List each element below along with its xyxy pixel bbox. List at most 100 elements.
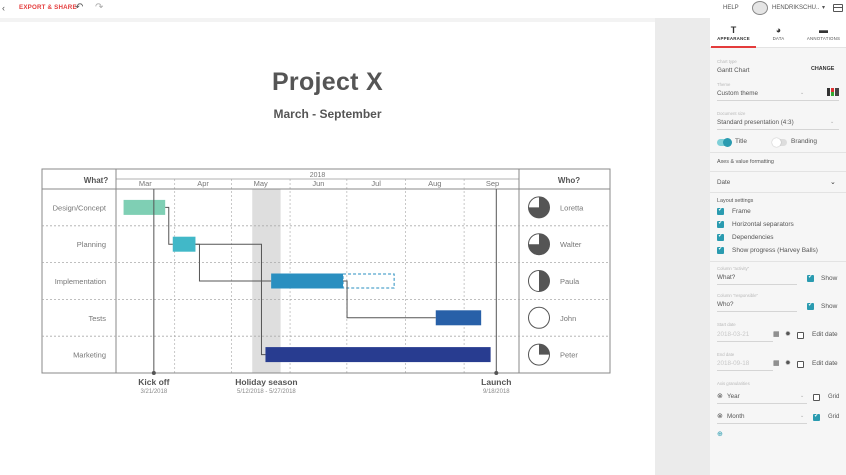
column-responsible-label: Column "responsible" — [717, 293, 759, 298]
chart-title[interactable]: Project X — [271, 68, 384, 96]
task-bar — [172, 236, 196, 252]
harvey-ball-fill — [539, 270, 550, 292]
divider — [717, 311, 797, 312]
owner-label: Loretta — [560, 203, 584, 212]
dependency-line — [165, 206, 173, 245]
theme-select[interactable]: Custom theme — [717, 90, 758, 97]
holiday-dates: 5/12/2018 - 5/27/2018 — [237, 389, 296, 395]
task-bar — [435, 310, 482, 326]
section-divider — [710, 171, 846, 172]
document-size-label: Document size — [717, 111, 746, 116]
owner-label: John — [560, 314, 576, 323]
back-arrow-icon[interactable]: ‹ — [2, 3, 5, 13]
chevron-down-icon[interactable]: ⌄ — [800, 90, 805, 96]
tab-label: ANNOTATIONS — [806, 36, 841, 41]
divider — [717, 370, 773, 371]
top-toolbar: ‹ EXPORT & SHARE ↶ ↷ HELP HENDRIKSCHU.. … — [0, 0, 846, 18]
holiday-label: Holiday season — [235, 377, 297, 387]
section-divider — [710, 261, 846, 262]
start-date-input[interactable]: 2018-03-21 — [717, 331, 750, 338]
title-toggle[interactable] — [717, 138, 732, 147]
tab-annotations[interactable]: ▬ ANNOTATIONS — [801, 18, 846, 48]
horizontal-separators-label: Horizontal separators — [732, 221, 794, 228]
what-header: What? — [84, 176, 109, 185]
divider — [717, 403, 807, 404]
frame-checkbox[interactable] — [717, 206, 724, 215]
calendar-icon[interactable]: ▦ — [773, 360, 780, 367]
show-progress-checkbox[interactable] — [717, 245, 724, 254]
granularity-month-select[interactable]: Month — [727, 413, 745, 420]
chevron-down-icon[interactable]: ⌄ — [800, 393, 805, 399]
pie-chart-icon: ◕ — [775, 25, 782, 35]
show-activity-label: Show — [821, 275, 838, 282]
change-chart-button[interactable]: CHANGE — [811, 66, 835, 72]
harvey-ball-fill — [528, 196, 550, 218]
dependencies-label: Dependencies — [732, 234, 774, 241]
chevron-down-icon[interactable]: ⌄ — [800, 413, 805, 419]
tab-appearance[interactable]: T APPEARANCE — [711, 18, 756, 48]
panel-toggle-icon[interactable] — [833, 4, 843, 12]
title-toggle-label: Title — [735, 138, 748, 145]
task-bar-remaining — [342, 273, 395, 289]
edit-start-date-checkbox[interactable] — [797, 332, 804, 339]
section-divider — [710, 152, 846, 153]
export-share-button[interactable]: EXPORT & SHARE — [19, 4, 77, 11]
month-label: Apr — [197, 179, 209, 188]
edit-end-date-label: Edit date — [812, 360, 838, 367]
branding-toggle[interactable] — [772, 138, 787, 147]
column-activity-input[interactable]: What? — [717, 274, 736, 281]
year-grid-checkbox[interactable] — [813, 394, 820, 401]
end-date-label: End date — [717, 352, 735, 357]
show-progress-label: Show progress (Harvey Balls) — [732, 247, 818, 254]
redo-icon[interactable]: ↷ — [95, 2, 104, 13]
end-date-input[interactable]: 2018-09-18 — [717, 360, 750, 367]
column-responsible-input[interactable]: Who? — [717, 301, 734, 308]
edit-end-date-checkbox[interactable] — [797, 361, 804, 368]
dependencies-checkbox[interactable] — [717, 232, 724, 241]
divider — [717, 423, 807, 424]
show-responsible-label: Show — [821, 303, 838, 310]
axes-formatting-title: Axes & value formatting — [717, 159, 774, 165]
undo-icon[interactable]: ↶ — [75, 2, 84, 13]
chevron-down-icon[interactable]: ⌄ — [830, 179, 836, 186]
month-label: Aug — [428, 179, 441, 188]
gear-icon[interactable]: ✹ — [785, 331, 791, 338]
horizontal-separators-checkbox[interactable] — [717, 219, 724, 228]
remove-circle-icon[interactable]: ⊗ — [717, 393, 723, 400]
owner-label: Peter — [560, 351, 578, 360]
theme-label: Theme — [717, 82, 731, 87]
add-circle-icon[interactable]: ⊕ — [717, 431, 723, 438]
calendar-icon[interactable]: ▦ — [773, 331, 780, 338]
show-responsible-checkbox[interactable] — [807, 301, 814, 310]
month-label: Sep — [486, 179, 499, 188]
granularity-year-select[interactable]: Year — [727, 393, 740, 400]
appearance-icon: T — [730, 25, 737, 35]
milestone-label: Launch — [481, 377, 511, 387]
layout-settings-title: Layout settings — [717, 198, 754, 204]
chart-subtitle[interactable]: March - September — [273, 107, 382, 121]
show-activity-checkbox[interactable] — [807, 273, 814, 282]
owner-label: Paula — [560, 277, 580, 286]
axes-format-select[interactable]: Date — [717, 179, 731, 186]
tab-data[interactable]: ◕ DATA — [756, 18, 801, 48]
milestone-dot — [151, 371, 156, 375]
harvey-ball — [528, 306, 550, 329]
branding-toggle-label: Branding — [791, 138, 818, 145]
chevron-down-icon[interactable]: ⌄ — [830, 119, 835, 125]
help-link[interactable]: HELP — [723, 5, 739, 11]
month-grid-label: Grid — [828, 414, 840, 420]
user-menu[interactable]: HENDRIKSCHU.. — [772, 5, 820, 11]
chevron-down-icon[interactable]: ▾ — [822, 5, 826, 11]
who-header: Who? — [558, 176, 580, 185]
theme-swatch-icon[interactable] — [827, 88, 839, 96]
harvey-ball-fill — [539, 344, 550, 355]
chart-frame — [41, 168, 611, 374]
gear-icon[interactable]: ✹ — [785, 360, 791, 367]
document-size-select[interactable]: Standard presentation (4:3) — [717, 119, 794, 126]
task-label: Planning — [77, 240, 106, 249]
month-grid-checkbox[interactable] — [813, 412, 820, 421]
remove-circle-icon[interactable]: ⊗ — [717, 413, 723, 420]
user-avatar[interactable] — [752, 1, 768, 15]
chart-type-label: Chart type — [717, 59, 737, 64]
